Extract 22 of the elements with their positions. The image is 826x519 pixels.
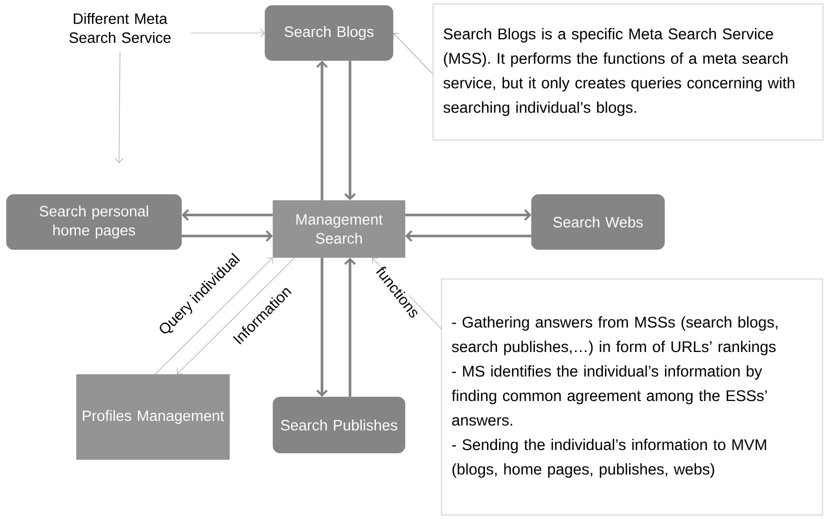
arrow [154,258,273,375]
arrow [316,60,328,200]
process-box: Search Publishes [272,396,406,454]
process-box: Search Blogs [264,5,394,61]
note-box: - Gathering answers from MSSs (search blogs, search publishes,…) in form of URLs’ rankings - MS identifies the individual’s information by finding common agreement among the ESSs’ answers. - Sending the individual’s information to MVM (blogs, home pages, publishes, webs) [441,278,823,516]
arrow [405,230,532,242]
node-label: Different Meta Search Service [69,13,171,43]
arrow [316,258,328,397]
arrow [114,52,124,163]
process-box: Management Search [272,200,406,258]
process-box: Profiles Management [76,374,230,460]
process-box: Search Webs [531,194,665,250]
process-box: Search personal home pages [6,194,182,250]
arrow [405,209,532,221]
note-box: Search Blogs is a specific Meta Search Service (MSS). It performs the functions of a meta search service, but it only creates queries concerning with searching individual’s blogs. [432,4,824,140]
arrow [177,257,296,374]
arrow [393,33,434,74]
arrow [344,258,356,397]
arrow [190,28,265,38]
arrow [344,60,356,200]
arrow [182,230,273,242]
arrow [182,209,273,221]
